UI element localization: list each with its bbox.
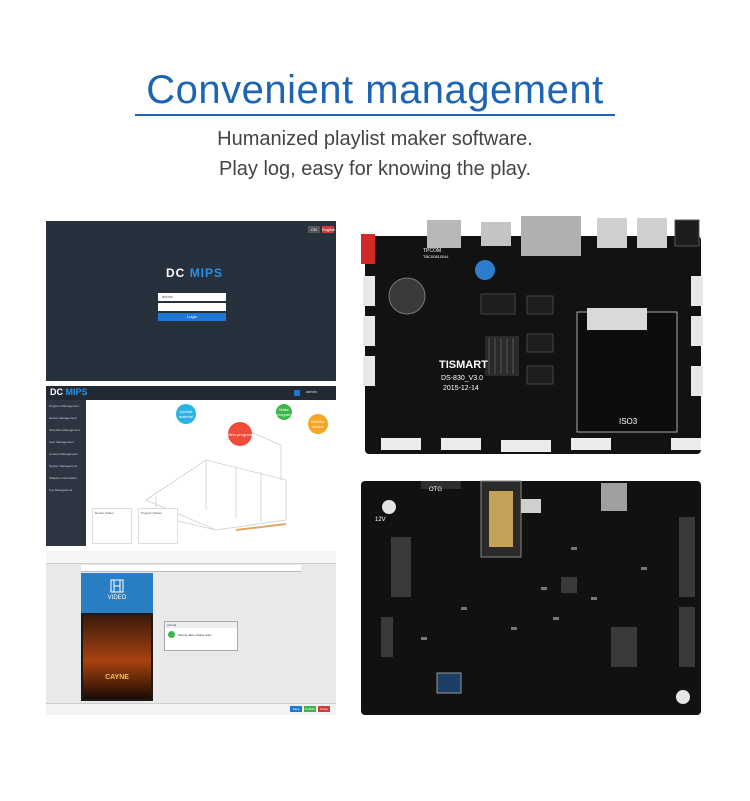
- pcb-top-image: TISMART DS-830_V3.0 2015-12-14 ISO3 TPCO…: [361, 216, 703, 454]
- make-program-bubble[interactable]: Make program: [276, 404, 292, 420]
- sidebar-item-schedule[interactable]: Schedule Management: [49, 428, 80, 432]
- sidebar-item-statistics[interactable]: Statistics Information: [49, 476, 77, 480]
- admin-screenshot: DC MIPS admin Program Management Device …: [46, 386, 336, 546]
- board-brand: TISMART: [439, 359, 488, 371]
- logo-prefix: DC: [166, 266, 186, 280]
- editor-screenshot: VIDEO CAYNE prompt Saving data, please w…: [46, 551, 336, 715]
- lang-cn-button[interactable]: CN: [308, 226, 320, 233]
- admin-logo-prefix: DC: [50, 387, 63, 397]
- subtitle-line-2: Play log, easy for knowing the play.: [218, 158, 532, 180]
- login-button[interactable]: Login: [158, 313, 226, 321]
- password-field[interactable]: [158, 303, 226, 311]
- check-icon: [168, 631, 175, 638]
- publish-button[interactable]: Publish: [304, 706, 316, 712]
- device-status-title: Device Status: [95, 511, 114, 515]
- editor-ruler: [81, 565, 301, 572]
- admin-topbar: DC MIPS admin: [46, 386, 336, 400]
- headline-underline: [135, 114, 615, 116]
- board-iso-label: ISO3: [619, 417, 638, 426]
- board-date: 2015-12-14: [443, 385, 479, 392]
- admin-sidebar: Program Management Device Management Sch…: [46, 400, 86, 546]
- admin-logo-main: MIPS: [65, 387, 88, 397]
- monitor-device-bubble[interactable]: Monitor device: [308, 414, 328, 434]
- dialog-text: Saving data, please wait...: [178, 632, 214, 637]
- device-status-card: Device Status: [92, 508, 132, 544]
- sidebar-item-device[interactable]: Device Management: [49, 416, 77, 420]
- editor-toolbar: [46, 551, 336, 564]
- editor-statusbar: [46, 703, 336, 715]
- dialog-title: prompt: [165, 622, 237, 628]
- lang-en-button[interactable]: English: [322, 226, 336, 233]
- username-field[interactable]: admin: [158, 293, 226, 301]
- video-label: VIDEO: [107, 595, 127, 601]
- admin-main: Upload material New program Make program…: [86, 400, 336, 546]
- board-otg-label: OTG: [429, 487, 442, 493]
- logo-main: MIPS: [189, 266, 224, 280]
- sidebar-item-program[interactable]: Program Management: [49, 404, 79, 408]
- admin-logo: DC MIPS: [50, 387, 88, 397]
- board-model: DS-830_V3.0: [441, 375, 483, 382]
- board-tp-label2: TBC0081004L: [423, 254, 450, 259]
- pcb-top-photo: TISMART DS-830_V3.0 2015-12-14 ISO3 TPCO…: [361, 216, 705, 454]
- sidebar-item-user[interactable]: User Management: [49, 440, 74, 444]
- editor-canvas[interactable]: VIDEO CAYNE: [81, 573, 153, 701]
- pcb-bottom-image: OTG 12V: [361, 480, 701, 715]
- upload-material-bubble[interactable]: Upload material: [176, 404, 196, 424]
- admin-user[interactable]: admin: [306, 389, 317, 394]
- save-dialog: prompt Saving data, please wait...: [164, 621, 238, 651]
- movie-poster: CAYNE: [83, 615, 151, 699]
- save-button[interactable]: Save: [290, 706, 302, 712]
- board-12v-label: 12V: [375, 517, 386, 523]
- poster-title: CAYNE: [105, 674, 129, 681]
- sidebar-item-system[interactable]: System Management: [49, 464, 78, 468]
- login-screenshot: CN English DC MIPS admin Login: [46, 221, 336, 381]
- headline: Convenient management: [146, 68, 604, 112]
- program-status-card: Program Status: [138, 508, 178, 544]
- board-tp-label: TPCOM: [423, 248, 441, 254]
- new-program-bubble[interactable]: New program: [228, 422, 252, 446]
- sidebar-item-log[interactable]: Log Management: [49, 488, 73, 492]
- film-icon: [110, 579, 124, 593]
- notification-icon[interactable]: [294, 390, 300, 396]
- close-button[interactable]: Close: [318, 706, 330, 712]
- login-logo: DC MIPS: [166, 266, 223, 280]
- pcb-bottom-photo: OTG 12V: [361, 477, 705, 715]
- sidebar-item-content[interactable]: Content Management: [49, 452, 78, 456]
- program-status-title: Program Status: [141, 511, 162, 515]
- video-region[interactable]: VIDEO: [81, 573, 153, 613]
- subtitle-line-1: Humanized playlist maker software.: [217, 128, 533, 150]
